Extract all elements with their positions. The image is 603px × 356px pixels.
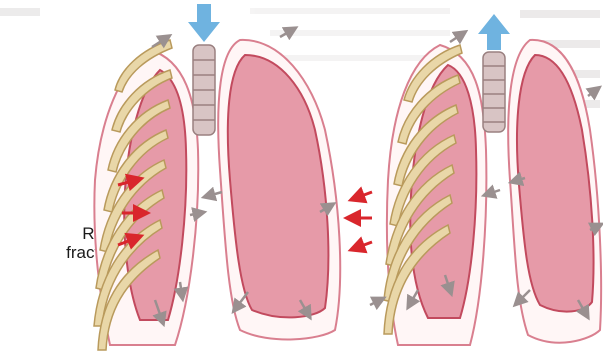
pressure-arrow xyxy=(208,192,222,196)
right-leak-arrows xyxy=(352,192,372,248)
left-air-in-arrow xyxy=(188,4,220,42)
right-trachea xyxy=(483,52,505,132)
right-panel xyxy=(352,14,601,345)
pressure-arrow xyxy=(370,300,380,305)
leak-arrow xyxy=(356,192,372,198)
pressure-arrow xyxy=(450,34,462,42)
right-air-out-arrow xyxy=(478,14,510,50)
leak-arrow xyxy=(356,242,372,248)
pressure-arrow xyxy=(488,190,500,194)
pressure-arrow xyxy=(588,90,596,96)
left-trachea xyxy=(193,45,215,135)
left-panel-right-lung xyxy=(228,55,329,317)
